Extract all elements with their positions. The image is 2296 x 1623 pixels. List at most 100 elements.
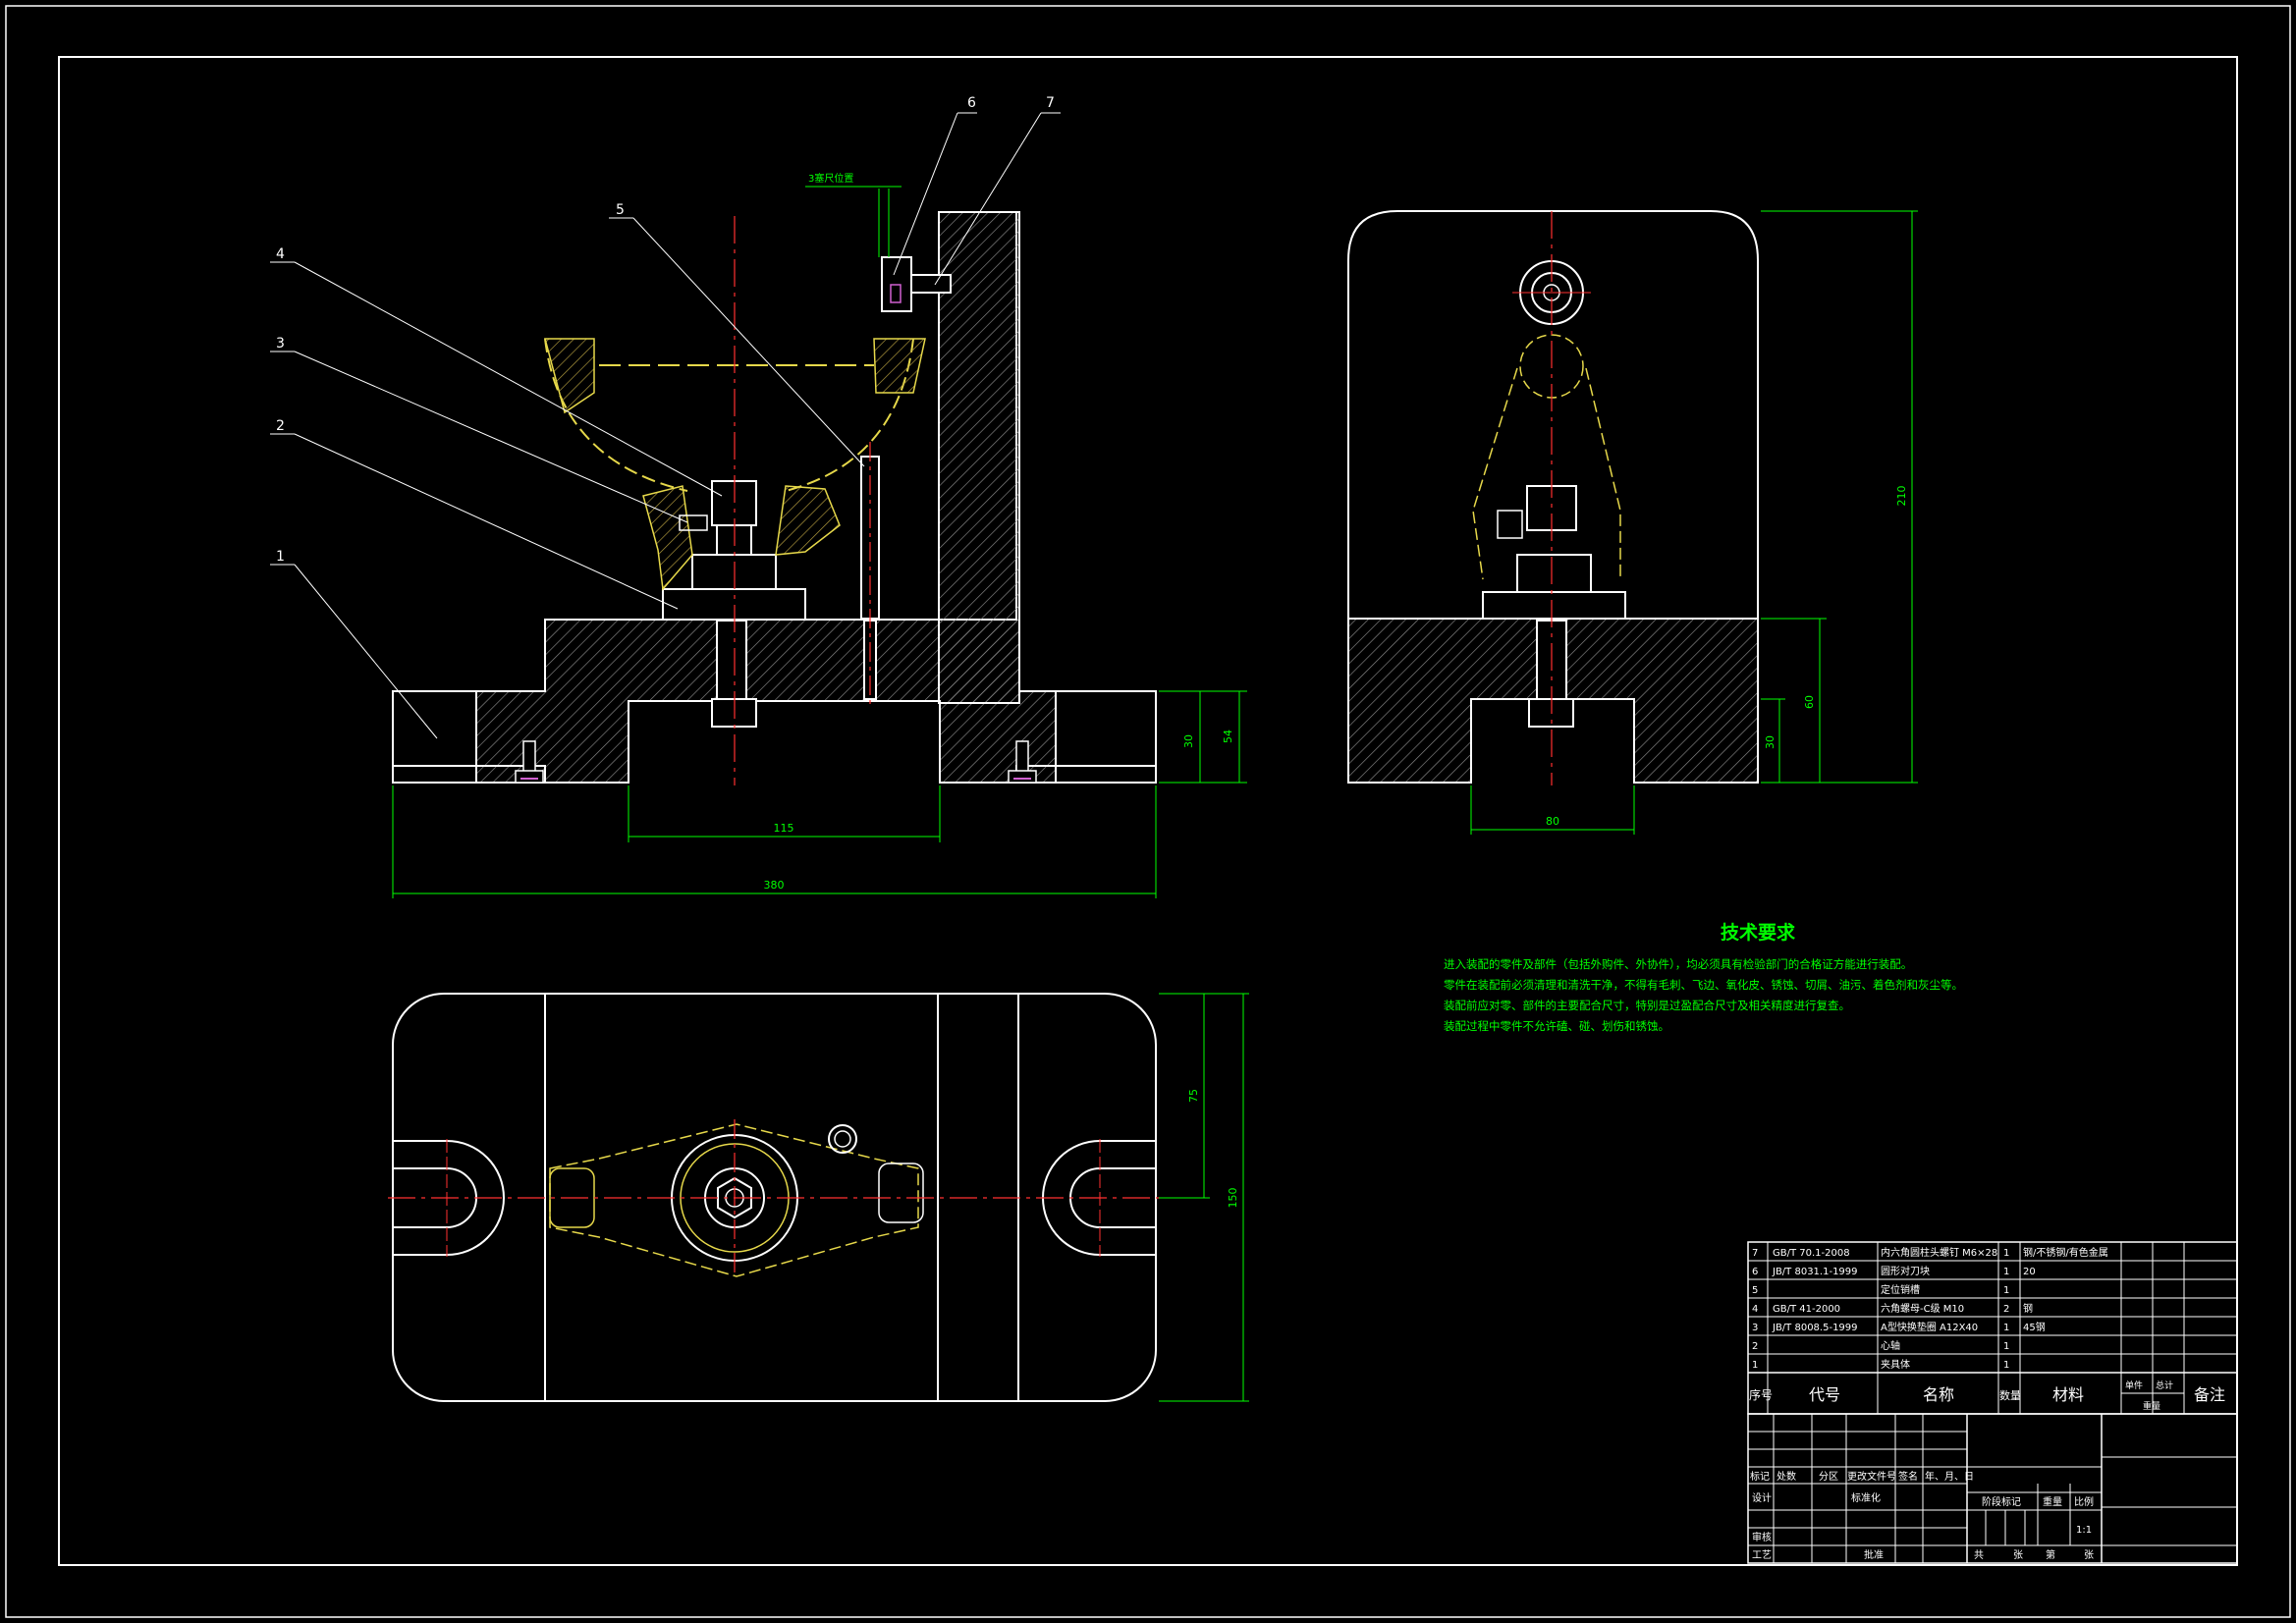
svg-text:1: 1 (2003, 1360, 2009, 1371)
bom-row: 7 GB/T 70.1-2008 内六角圆柱头螺钉 M6×28 1 钢/不锈钢/… (1752, 1246, 2108, 1259)
tech-req-line: 装配过程中零件不允许磕、碰、划伤和锈蚀。 (1444, 1019, 1669, 1033)
tb-zone: 分区 (1819, 1471, 1838, 1483)
dim-80: 80 (1546, 815, 1559, 828)
stud-lower (716, 620, 747, 700)
svg-text:2: 2 (1752, 1341, 1758, 1352)
dim-75: 75 (1187, 1089, 1200, 1103)
svg-text:4: 4 (1752, 1304, 1758, 1315)
svg-text:JB/T 8008.5-1999: JB/T 8008.5-1999 (1772, 1323, 1858, 1333)
bom-row: 2 心轴 1 (1752, 1339, 2009, 1352)
workpiece-right (775, 485, 841, 556)
bom-header-material: 材料 (2052, 1385, 2084, 1404)
balloon-7: 7 (1046, 95, 1055, 111)
tb-sheet-no: 第 (2046, 1548, 2055, 1561)
tb-approve: 批准 (1864, 1548, 1884, 1561)
svg-text:1: 1 (2003, 1267, 2009, 1277)
svg-text:圆形对刀块: 圆形对刀块 (1881, 1265, 1930, 1277)
dim-54: 54 (1222, 730, 1234, 743)
bom-row: 1 夹具体 1 (1752, 1358, 2009, 1371)
left-foot-lip (392, 765, 546, 784)
dim-210: 210 (1895, 486, 1908, 507)
tb-standardize: 标准化 (1851, 1491, 1881, 1504)
svg-text:1: 1 (2003, 1285, 2009, 1296)
balloon-3: 3 (276, 336, 285, 352)
bom-header-name: 名称 (1923, 1385, 1954, 1404)
svg-text:7: 7 (1752, 1248, 1758, 1259)
tb-review: 审核 (1752, 1531, 1772, 1543)
balloon-5: 5 (616, 202, 625, 218)
technical-requirements: 技术要求 进入装配的零件及部件（包括外购件、外协件），均必须具有检验部门的合格证… (1444, 918, 1994, 1037)
svg-text:心轴: 心轴 (1881, 1339, 1900, 1352)
tb-scale: 比例 (2074, 1495, 2094, 1508)
bom-row: 3 JB/T 8008.5-1999 A型快换垫圈 A12X40 1 45钢 (1752, 1321, 2046, 1333)
bom-row: 5 定位销槽 1 (1752, 1283, 2009, 1296)
bom-header-qty: 数量 (1999, 1389, 2021, 1402)
bom-header-no: 序号 (1749, 1387, 1773, 1402)
tech-req-line: 进入装配的零件及部件（包括外购件、外协件），均必须具有检验部门的合格证方能进行装… (1444, 957, 1913, 971)
balloon-1: 1 (276, 549, 285, 565)
tb-stage-mark: 阶段标记 (1982, 1495, 2021, 1508)
tb-date: 年、月、日 (1925, 1470, 1974, 1483)
balloon-4: 4 (276, 246, 285, 262)
bom-table: 7 GB/T 70.1-2008 内六角圆柱头螺钉 M6×28 1 钢/不锈钢/… (1747, 1241, 2238, 1415)
svg-text:1: 1 (2003, 1323, 2009, 1333)
bom-header-total-weight: 总计 (2156, 1380, 2173, 1391)
tb-sheets-total: 共 (1974, 1549, 1984, 1561)
tb-weight: 重量 (2043, 1495, 2062, 1508)
right-foot (1055, 690, 1157, 784)
dim-30-side: 30 (1764, 735, 1777, 749)
balloon-6: 6 (967, 95, 976, 111)
svg-text:内六角圆柱头螺钉 M6×28: 内六角圆柱头螺钉 M6×28 (1881, 1246, 1997, 1259)
note-knife-position: 3塞尺位置 (808, 172, 853, 185)
dim-380: 380 (764, 879, 785, 892)
svg-text:六角螺母-C级 M10: 六角螺母-C级 M10 (1881, 1303, 1964, 1315)
svg-text:5: 5 (1752, 1285, 1758, 1296)
workpiece-left (642, 485, 693, 591)
side-base (1347, 618, 1759, 784)
workpiece-arc (544, 338, 914, 492)
tb-mark: 标记 (1750, 1471, 1770, 1483)
bom-row: 4 GB/T 41-2000 六角螺母-C级 M10 2 钢 (1752, 1302, 2033, 1315)
svg-text:夹具体: 夹具体 (1881, 1358, 1910, 1371)
tb-process: 工艺 (1752, 1549, 1772, 1561)
svg-text:1: 1 (1752, 1360, 1758, 1371)
side-outline (1347, 210, 1759, 619)
bom-header-code: 代号 (1809, 1385, 1840, 1404)
svg-text:GB/T 41-2000: GB/T 41-2000 (1773, 1304, 1840, 1315)
tb-signature: 签名 (1898, 1470, 1918, 1483)
top-view: 75 150 (388, 993, 1249, 1402)
svg-text:JB/T 8031.1-1999: JB/T 8031.1-1999 (1772, 1267, 1858, 1277)
dim-150: 150 (1227, 1188, 1239, 1209)
tech-req-line: 零件在装配前必须清理和清洗干净，不得有毛刺、飞边、氧化皮、锈蚀、切屑、油污、着色… (1444, 978, 1963, 992)
top-pin-circle (828, 1124, 857, 1154)
tb-design: 设计 (1752, 1491, 1772, 1504)
svg-text:定位销槽: 定位销槽 (1881, 1283, 1920, 1296)
inner-frame (58, 56, 2238, 1566)
svg-text:GB/T 70.1-2008: GB/T 70.1-2008 (1773, 1248, 1850, 1259)
upright-column (938, 211, 1020, 704)
tech-req-title: 技术要求 (1720, 922, 1795, 944)
dim-115: 115 (774, 822, 794, 835)
svg-text:3: 3 (1752, 1323, 1758, 1333)
tech-req-line: 装配前应对零、部件的主要配合尺寸，特别是过盈配合尺寸及相关精度进行复查。 (1444, 999, 1850, 1012)
dim-60: 60 (1803, 695, 1816, 709)
svg-text:6: 6 (1752, 1267, 1758, 1277)
tb-count: 处数 (1777, 1470, 1796, 1483)
tb-sheets-unit2: 张 (2084, 1549, 2094, 1561)
bom-header-remark: 备注 (2194, 1385, 2225, 1404)
svg-text:1: 1 (2003, 1248, 2009, 1259)
bom-row: 6 JB/T 8031.1-1999 圆形对刀块 1 20 (1752, 1265, 2036, 1277)
bom-header-weight: 重量 (2143, 1400, 2160, 1412)
bom-header-unit-weight: 单件 (2125, 1380, 2143, 1391)
svg-text:1: 1 (2003, 1341, 2009, 1352)
tb-scale-value: 1:1 (2076, 1525, 2092, 1536)
svg-text:钢: 钢 (2023, 1302, 2033, 1315)
dim-30-front: 30 (1182, 734, 1195, 748)
tb-change-doc: 更改文件号 (1847, 1470, 1896, 1483)
balloon-2: 2 (276, 418, 285, 434)
svg-text:20: 20 (2023, 1267, 2036, 1277)
front-view: 115 380 30 54 3塞尺位置 1 2 3 4 5 (270, 95, 1247, 898)
svg-text:A型快换垫圈 A12X40: A型快换垫圈 A12X40 (1881, 1321, 1978, 1333)
title-block: 标记 处数 分区 更改文件号 签名 年、月、日 设计 标准化 阶段标记 重量 比… (1747, 1413, 2238, 1564)
